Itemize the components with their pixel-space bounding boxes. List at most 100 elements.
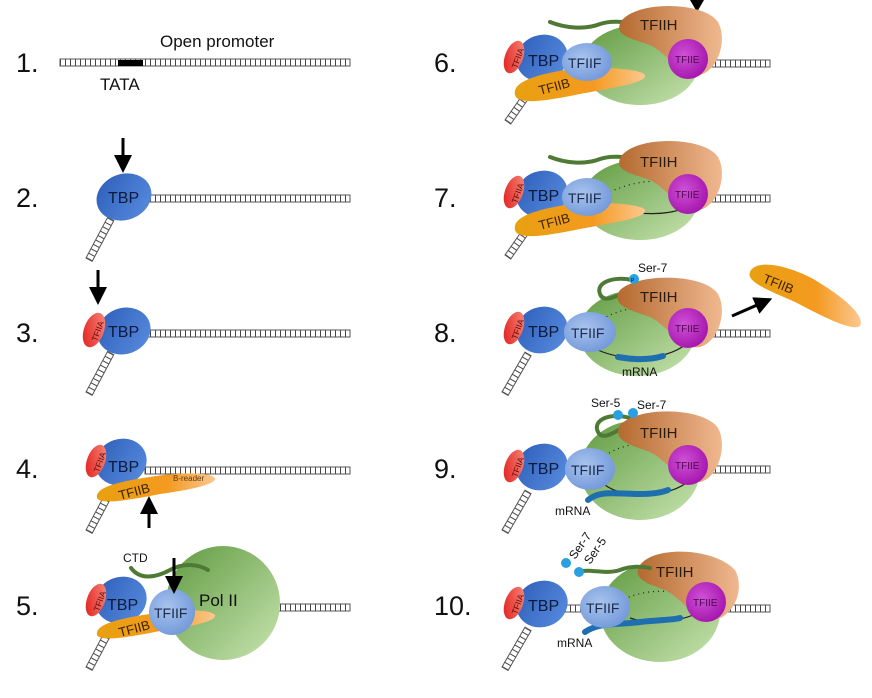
tfiif-protein [562,178,612,216]
bent-dna [85,350,115,396]
pol2-label: Pol II [199,591,238,610]
step-number-7: 7. [434,183,457,213]
released-tfiib-protein [749,264,861,328]
tfiif-label: TFIIF [154,605,187,621]
tfiie-label: TFIIE [675,324,700,335]
mrna-label: mRNA [622,365,657,379]
phospho-label: P [631,278,635,284]
phospho-ser7 [629,274,639,284]
tfiie-protein [668,39,708,79]
tfiia-protein [503,311,525,345]
tfiif-label: TFIIF [568,190,601,206]
tfiia-protein [503,40,525,74]
arrow-down-icon [690,0,704,12]
tfiif-protein [580,586,630,628]
step-number-1: 1. [16,48,39,78]
ctd-tail [129,563,210,579]
bent-dna [501,489,532,535]
step-number-9: 9. [434,454,457,484]
step-number-4: 4. [16,454,39,484]
mrna-strand [615,353,666,363]
step-1-open-promoter: Open promoter TATA [59,32,351,94]
ser7-label: Ser-7 [637,398,667,412]
ctd-tail [597,276,634,301]
tfiib-protein [514,202,646,237]
tfiif-protein [562,43,612,81]
tbp-label: TBP [108,459,139,476]
tfiie-protein [668,445,708,485]
step-number-3: 3. [16,318,39,348]
phospho-ser5 [574,567,584,577]
tfiia-protein [503,449,525,483]
tbp-label: TBP [528,461,559,478]
tata-box [118,60,143,66]
tfiif-label: TFIIF [568,55,601,71]
dna [144,466,351,475]
step-2-tbp-binding: TBP [85,138,351,262]
b-reader-label: B-reader [173,474,204,483]
step-8-tfiib-release: mRNA TFIIH P Ser-7 TFIIE TFIIA TBP TFIIF… [501,261,861,397]
step-6-tfiie-tfiih-binding: TFIIH TFIIE TFIIA TBP TFIIF TFIIB [503,0,771,125]
tbp-protein [516,580,568,628]
phospho-ser7 [561,558,571,568]
dna [277,603,351,612]
tfiie-label: TFIIE [675,190,700,201]
ctd-label: CTD [123,551,148,565]
mrna-label: mRNA [555,504,590,518]
tbp-protein [516,443,568,491]
step-5-pol2-tfiif-binding: Pol II CTD TFIIA TBP TFIIB TFIIF [85,546,351,671]
tfiih-label: TFIIH [640,17,678,34]
ser7-label: Ser-7 [638,261,668,275]
tfiia-protein [503,175,525,209]
tbp-protein [95,576,147,624]
tbp-label: TBP [528,598,559,615]
arrow-release-icon [731,297,773,318]
tfiih-label: TFIIH [640,289,678,306]
step-7-promoter-opening: TFIIH TFIIE TFIIA TBP TFIIF TFIIB [503,140,771,260]
step-number-5: 5. [16,591,39,621]
ser5-label: Ser-5 [591,396,621,410]
tfiif-protein [565,448,615,490]
tbp-label: TBP [528,188,559,205]
tbp-label: TBP [528,53,559,70]
tbp-label: TBP [108,190,139,207]
tfiib-protein [96,473,216,502]
promoter-dna [59,58,351,67]
tfiif-label: TFIIF [571,325,604,341]
phospho-ser5 [613,410,623,420]
tfiie-label: TFIIE [675,461,700,472]
tbp-protein [516,306,568,354]
step-numbers: 1. 2. 3. 4. 5. 6. 7. 8. 9. 10. [16,48,472,621]
tbp-label: TBP [107,597,138,614]
dna [144,329,351,338]
tbp-protein [96,173,152,221]
step-number-8: 8. [434,318,457,348]
step-3-tfiia-binding: TFIIA TBP [82,270,351,396]
step-10-promoter-escape: mRNA TFIIH Ser-7 Ser-5 TFIIE TFIIA TBP T… [501,529,771,672]
step-9-ser5-phosphorylation: mRNA TFIIH Ser-5 Ser-7 TFIIE TFIIA TBP T… [501,396,771,535]
tbp-protein [516,34,568,82]
tbp-protein [516,170,568,218]
tbp-label: TBP [108,324,139,341]
step-4-tfiib-binding: TFIIA TBP TFIIB B-reader [85,438,351,534]
tfiia-protein [503,586,525,620]
tfiia-protein [85,583,107,617]
tfiih-label: TFIIH [640,154,678,171]
tfiia-protein [85,444,107,478]
pol2-protein [166,546,280,660]
ctd-tail [576,564,652,574]
tfiif-label: TFIIF [586,600,619,616]
mrna-label: mRNA [557,636,592,650]
bent-dna [501,351,532,397]
tbp-protein [95,438,147,486]
open-promoter-label: Open promoter [160,32,275,51]
mrna-strand [585,487,671,503]
tfiie-protein [668,308,708,348]
bent-dna [501,626,532,672]
dna [144,194,351,203]
tfiif-label: TFIIF [571,462,604,478]
tfiih-label: TFIIH [640,425,678,442]
bent-dna [85,216,115,262]
